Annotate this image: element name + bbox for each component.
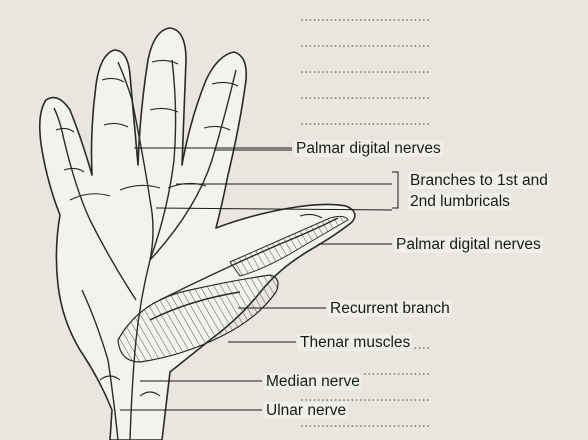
label-branches-line2: 2nd lumbricals — [408, 193, 512, 210]
label-median-nerve: Median nerve — [264, 373, 362, 390]
label-branches-line1: Branches to 1st and — [408, 172, 550, 189]
label-palmar-digital-nerves-lower: Palmar digital nerves — [394, 236, 543, 253]
label-recurrent-branch: Recurrent branch — [328, 300, 452, 317]
label-ulnar-nerve: Ulnar nerve — [264, 402, 348, 419]
label-palmar-digital-nerves-upper: Palmar digital nerves — [294, 140, 443, 157]
label-thenar-muscles: Thenar muscles — [298, 334, 412, 351]
